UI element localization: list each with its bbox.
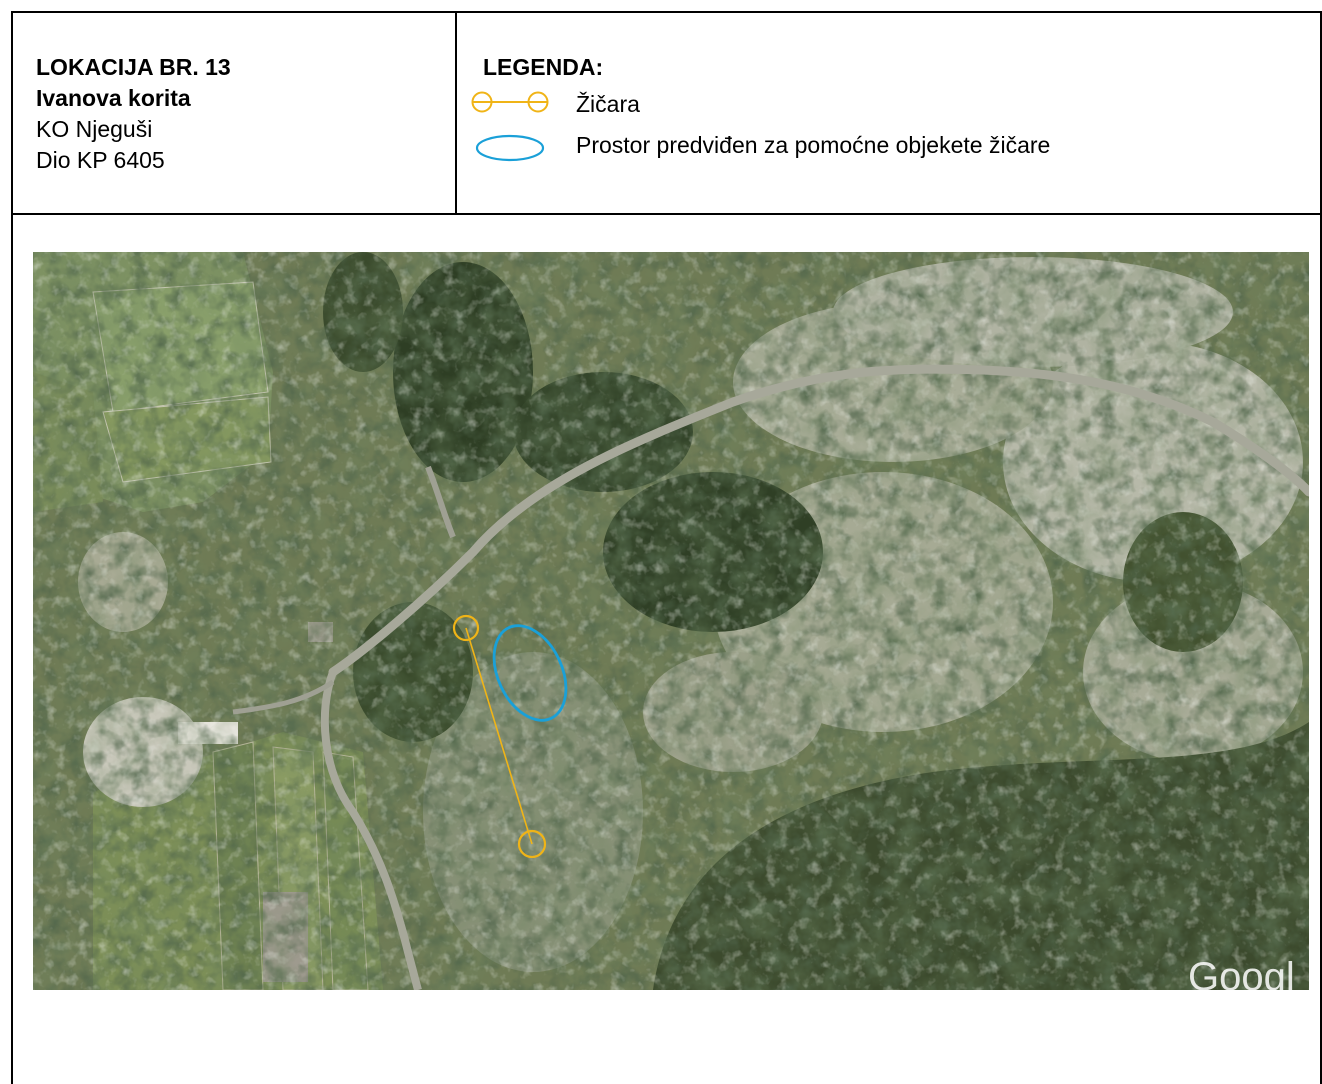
location-name: Ivanova korita [36, 85, 191, 111]
legend: LEGENDA: Žičara Prostor predviđen za pom… [470, 52, 1050, 162]
legend-label-cable-car: Žičara [576, 91, 640, 117]
cadastral-municipality: KO Njeguši [36, 116, 153, 142]
header-bottom-border [11, 213, 1322, 215]
legend-label-auxiliary-area: Prostor predviđen za pomoćne objekete ži… [576, 132, 1051, 158]
ellipse-outline-icon [475, 134, 545, 162]
header-divider [455, 11, 457, 214]
cable-car-top-station [452, 614, 480, 642]
auxiliary-area-ellipse [492, 624, 568, 722]
satellite-map: Googl [33, 252, 1309, 990]
satellite-image: Googl [33, 252, 1309, 990]
parcel-number: Dio KP 6405 [36, 147, 165, 173]
cable-car-bottom-station [517, 829, 547, 859]
table-frame [11, 11, 1322, 1084]
location-info: LOKACIJA BR. 13 Ivanova korita KO Njeguš… [36, 52, 231, 176]
map-watermark: Googl [1188, 955, 1295, 990]
cable-car-line-icon [471, 91, 549, 113]
legend-title: LEGENDA: [483, 54, 604, 80]
location-heading: LOKACIJA BR. 13 [36, 54, 231, 80]
